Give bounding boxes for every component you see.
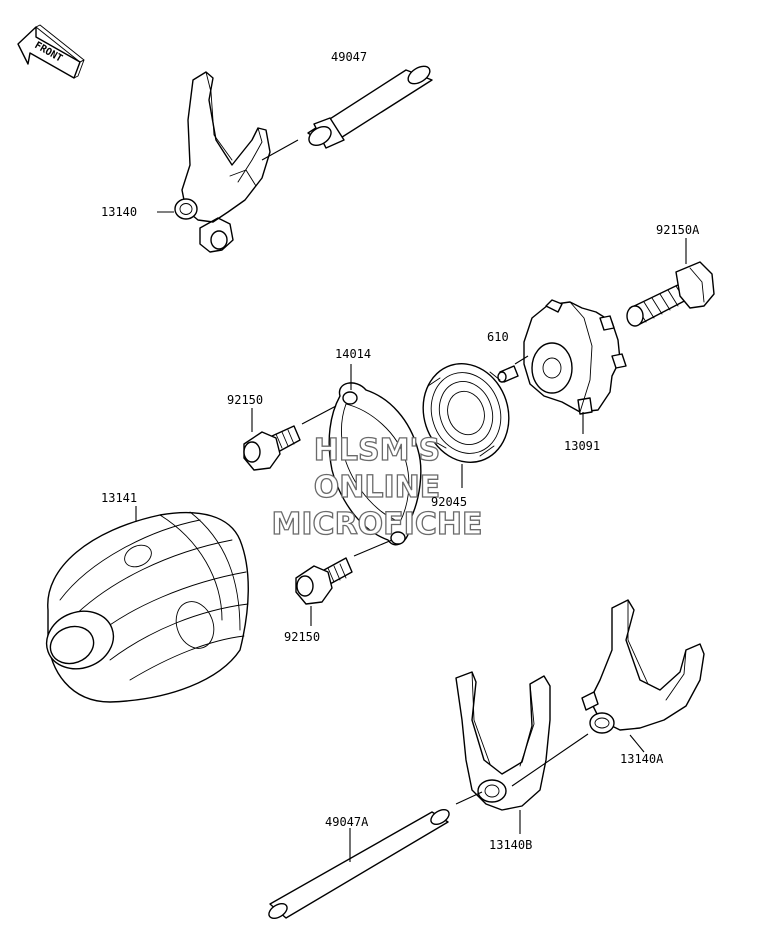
label-92150A: 92150A <box>656 223 700 237</box>
retainer-plate-14014 <box>328 364 422 546</box>
shift-rod-49047 <box>261 65 433 161</box>
label-14014: 14014 <box>335 347 371 361</box>
label-92045: 92045 <box>431 495 467 509</box>
bolt-92150-lower <box>295 539 393 626</box>
watermark: HLSM'S ONLINE MICROFICHE <box>271 432 483 542</box>
shift-drum-cam-13091 <box>523 299 627 434</box>
shift-fork-13140 <box>174 71 271 253</box>
label-49047: 49047 <box>331 50 367 64</box>
watermark-line2: ONLINE <box>314 470 441 505</box>
watermark-line3: MICROFICHE <box>272 507 483 542</box>
label-13141: 13141 <box>101 491 137 505</box>
shift-drum-13141 <box>45 506 249 703</box>
bolt-92150A <box>626 261 715 327</box>
front-arrow-icon: FRONT <box>17 24 85 79</box>
label-92150-top: 92150 <box>227 393 263 407</box>
watermark-line1: HLSM'S <box>314 433 440 468</box>
label-13140: 13140 <box>101 205 137 219</box>
shift-fork-13140A <box>581 599 705 753</box>
shift-rod-49047A <box>268 733 589 920</box>
label-13140A: 13140A <box>620 752 664 766</box>
label-610: 610 <box>487 330 509 344</box>
bolt-92150-upper <box>243 405 337 471</box>
part-labels: 49047 13140 92150A 610 14014 92150 13091… <box>101 50 700 852</box>
label-13140B: 13140B <box>489 838 532 852</box>
bearing-92045 <box>422 363 510 488</box>
label-92150-bottom: 92150 <box>284 630 320 644</box>
leader-lines <box>157 211 687 264</box>
label-49047A: 49047A <box>325 815 369 829</box>
label-13091: 13091 <box>564 439 600 453</box>
shift-fork-13140B <box>455 671 551 834</box>
